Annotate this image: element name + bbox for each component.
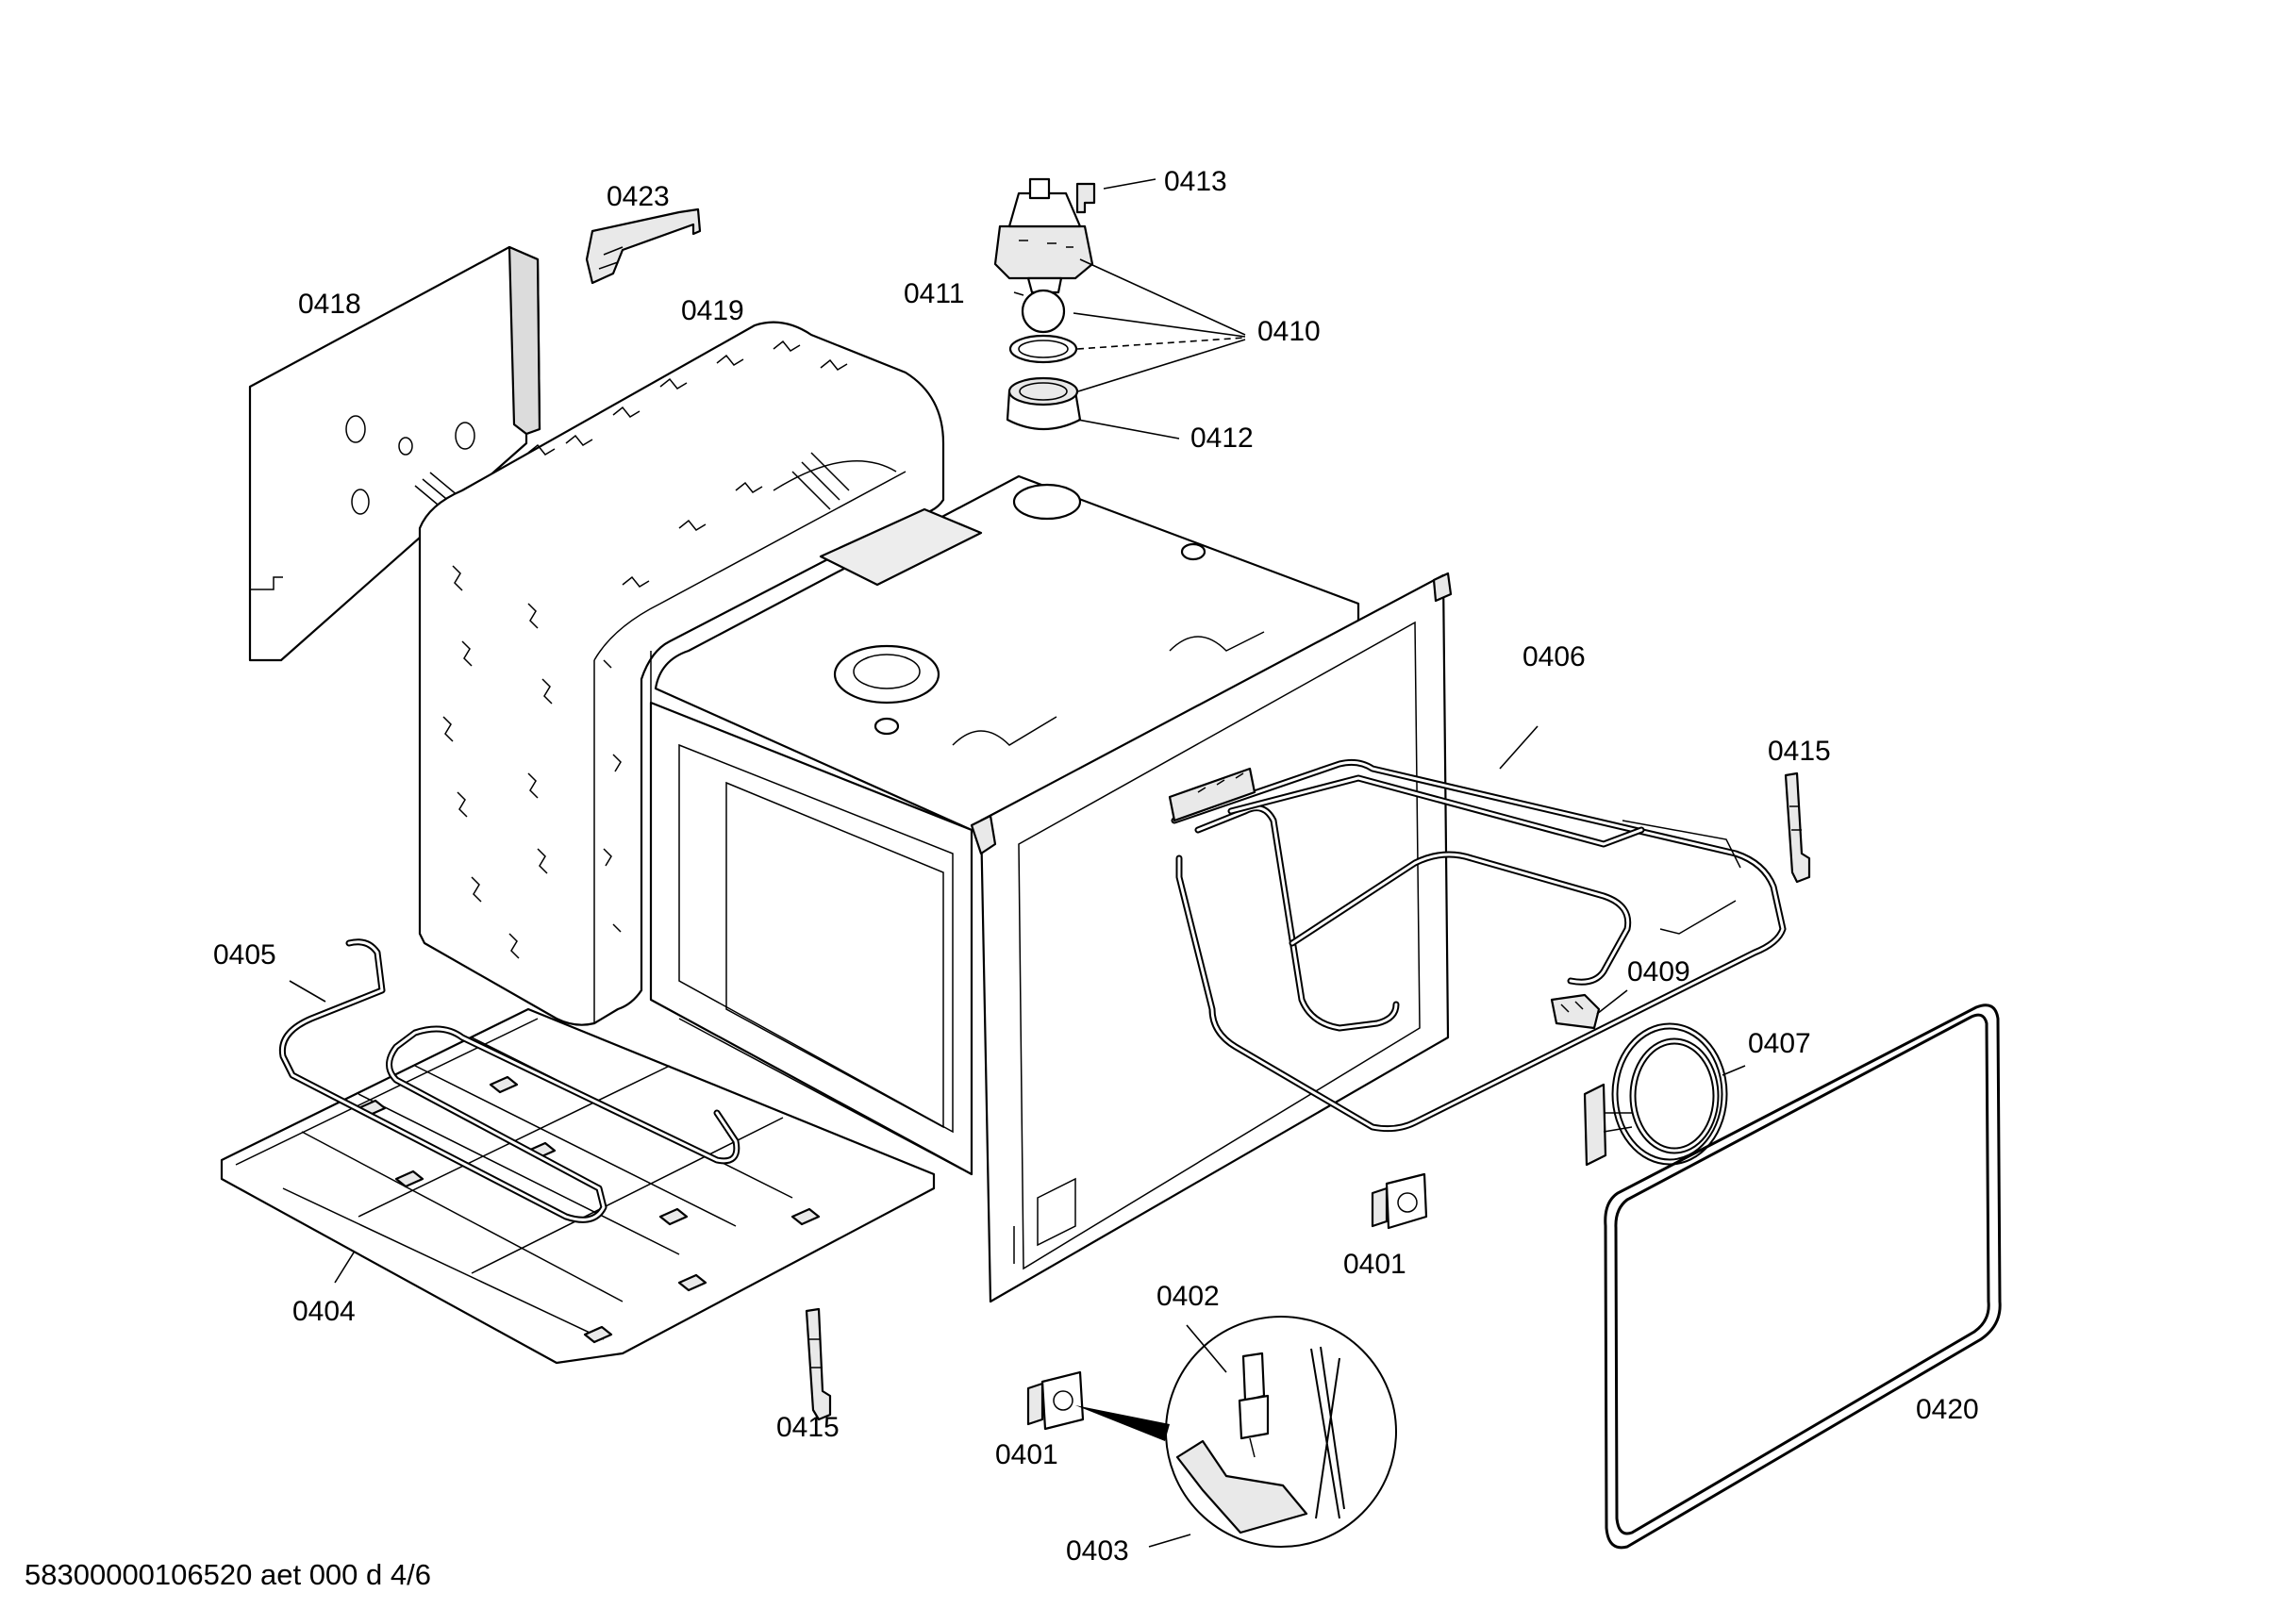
part-0413-clip [1075,182,1096,214]
callout-0418: 0418 [298,289,361,320]
part-0409-clip [1550,993,1601,1030]
callout-0423: 0423 [607,181,670,212]
callout-0405: 0405 [213,939,276,970]
part-0415-side-rail-left [805,1307,832,1421]
callout-0401-right: 0401 [1343,1249,1406,1280]
callout-0407: 0407 [1748,1028,1811,1059]
callout-0415-left: 0415 [776,1412,840,1443]
callout-labels: 0423 0418 0419 0413 0411 0410 0412 0406 … [213,166,1979,1567]
callout-0403: 0403 [1066,1535,1129,1567]
callout-0413: 0413 [1164,166,1227,197]
callout-0406: 0406 [1522,641,1586,672]
part-0418-rear-panel [248,245,541,662]
callout-0409: 0409 [1627,956,1690,987]
callout-0401-left: 0401 [995,1439,1058,1470]
part-0420-door-seal [1604,1004,2002,1550]
callout-0402: 0402 [1156,1281,1220,1312]
part-0415-side-rail-right [1784,771,1811,884]
callout-0415-right: 0415 [1768,736,1831,767]
callout-0410: 0410 [1257,316,1321,347]
detail-circle-0402-0403 [1165,1316,1397,1548]
front-frame [970,572,1453,1303]
callout-0420: 0420 [1916,1394,1979,1425]
part-0423-bracket [585,207,702,285]
part-0401-socket-left [1026,1370,1170,1441]
callout-0404: 0404 [292,1296,356,1327]
callout-0411: 0411 [904,278,965,309]
part-0407-ring-heater [1583,1022,1728,1167]
document-code: 58300000106520 aet 000 d 4/6 [25,1558,431,1591]
leader-lines [289,178,1746,1548]
part-0419-insulation-wrap [418,321,945,1026]
part-0406-top-heater [1168,758,1787,1133]
part-0401-socket-right [1371,1172,1428,1230]
callout-0412: 0412 [1190,423,1254,454]
part-0404-bottom-plate [220,1007,936,1365]
part-0410-lamp-assembly [993,177,1094,431]
part-0405-bottom-heater [278,938,740,1223]
callout-0419: 0419 [681,295,744,326]
